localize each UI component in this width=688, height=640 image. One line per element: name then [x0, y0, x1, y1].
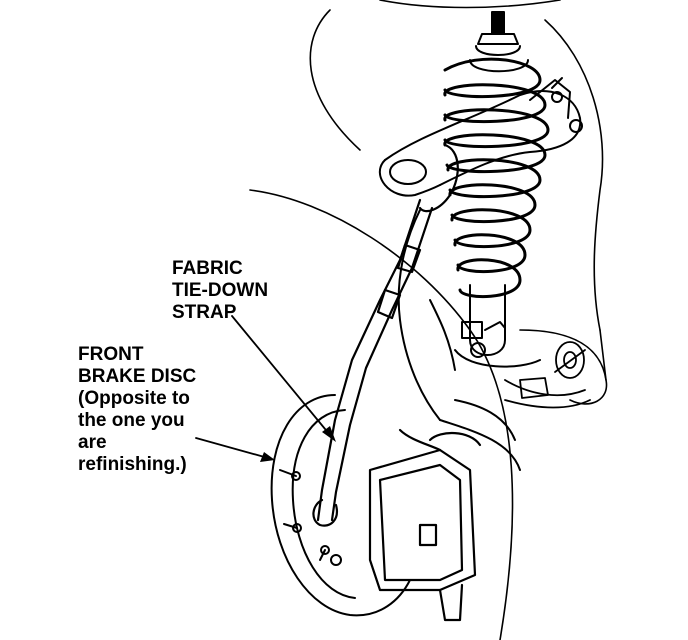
disc-arrowhead — [260, 452, 275, 462]
leader-lines — [195, 315, 331, 459]
strap-arrowhead — [322, 426, 336, 442]
disc-leader-line — [195, 437, 269, 459]
coil-spring — [443, 57, 550, 299]
shock-absorber — [454, 284, 541, 368]
strap-label-line: STRAP — [172, 302, 237, 323]
upper-control-arm — [378, 77, 583, 197]
strap-label-line: TIE-DOWN — [172, 280, 269, 301]
disc-label-line: are — [78, 432, 107, 453]
strap-leader-line — [231, 315, 331, 436]
brake-disc-label: FRONT BRAKE DISC (Opposite to the one yo… — [78, 344, 196, 476]
brake-caliper — [368, 428, 482, 622]
strap-label: FABRIC TIE-DOWN STRAP — [172, 258, 268, 324]
strut-top-mount — [469, 11, 529, 73]
fabric-strap — [312, 143, 459, 527]
disc-label-line: BRAKE DISC — [78, 366, 197, 387]
lower-control-arm — [504, 341, 591, 409]
disc-label-line: FRONT — [78, 344, 144, 365]
leader-arrowheads — [260, 426, 336, 462]
disc-label-line: refinishing.) — [78, 454, 187, 475]
steering-knuckle — [397, 209, 521, 471]
disc-label-line: the one you — [78, 410, 185, 431]
brake-disc — [270, 394, 411, 617]
disc-label-line: (Opposite to — [78, 388, 190, 409]
strap-label-line: FABRIC — [172, 258, 243, 279]
